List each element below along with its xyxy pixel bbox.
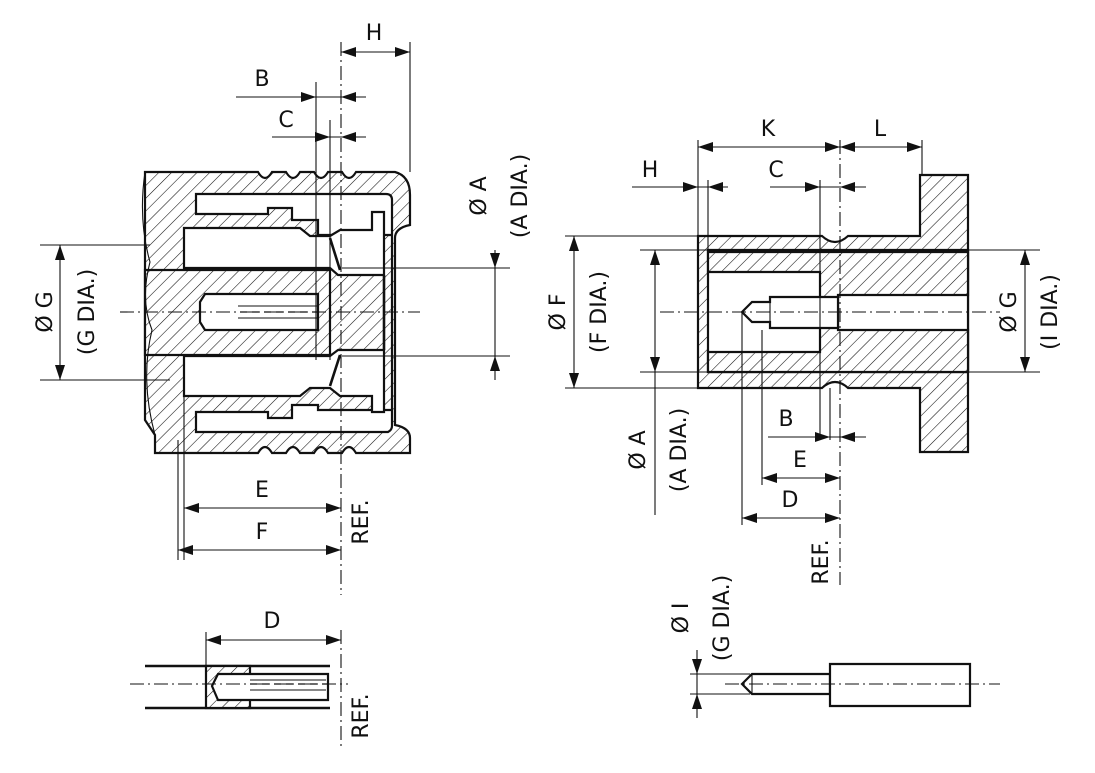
label-right-f-sym: Ø F xyxy=(546,294,571,331)
br-pin-body xyxy=(828,662,972,708)
label-right-d: D xyxy=(782,488,799,513)
label-right-k: K xyxy=(761,117,776,142)
right-plug-section: K L H C Ø F (F DIA.) Ø A (A DIA.) Ø G (I… xyxy=(546,117,1063,585)
left-break-line xyxy=(141,171,156,436)
dim-left-b-arrows xyxy=(301,92,356,102)
dim-bl-d-arrows xyxy=(206,635,341,645)
label-right-g-sym: Ø G xyxy=(997,291,1022,332)
label-left-f: F xyxy=(256,520,269,545)
label-right-ref: REF. xyxy=(809,539,834,584)
left-jack-section: H B C Ø A (A DIA.) Ø G (G DIA.) E F REF. xyxy=(33,21,533,595)
label-right-f-dia: (F DIA.) xyxy=(587,271,612,353)
label-right-e: E xyxy=(793,448,807,473)
left-lower-contact xyxy=(182,348,386,414)
label-bl-d: D xyxy=(264,609,281,634)
dim-right-k-arrows xyxy=(698,142,840,152)
label-right-b: B xyxy=(778,407,793,432)
dim-right-g-arrows xyxy=(1020,250,1030,372)
dim-right-a-arrows xyxy=(650,250,660,372)
bottom-right-pin-detail: Ø I (G DIA.) xyxy=(669,575,1000,718)
bottom-left-contact-detail: D REF. xyxy=(130,609,374,750)
bl-contact xyxy=(210,672,330,702)
label-left-g-sym: Ø G xyxy=(33,291,58,332)
dim-br-i-arrows xyxy=(692,659,702,709)
dim-left-g-arrows xyxy=(55,245,65,380)
label-left-b: B xyxy=(254,67,269,92)
label-right-c: C xyxy=(768,158,783,183)
label-bl-ref: REF. xyxy=(349,693,374,738)
label-right-l: L xyxy=(874,117,887,142)
label-br-g-dia: (G DIA.) xyxy=(710,575,735,661)
label-right-i-dia: (I DIA.) xyxy=(1038,274,1063,350)
label-left-g-dia: (G DIA.) xyxy=(75,269,100,355)
dim-left-h-arrows xyxy=(341,47,410,57)
label-br-i-sym: Ø I xyxy=(669,603,694,634)
label-left-ref: REF. xyxy=(349,499,374,544)
label-right-a-dia: (A DIA.) xyxy=(667,408,692,492)
label-left-h: H xyxy=(366,21,383,46)
label-left-e: E xyxy=(255,478,269,503)
label-right-h: H xyxy=(642,158,659,183)
dim-right-h-arrows xyxy=(683,182,723,192)
label-left-a-sym: Ø A xyxy=(467,176,492,215)
dim-right-b-arrows xyxy=(815,432,855,442)
label-right-a-sym: Ø A xyxy=(626,430,651,469)
label-left-c: C xyxy=(278,108,293,133)
dim-left-c-arrows xyxy=(315,132,356,142)
label-left-a-dia: (A DIA.) xyxy=(508,154,533,238)
dim-right-c-arrows xyxy=(805,182,855,192)
